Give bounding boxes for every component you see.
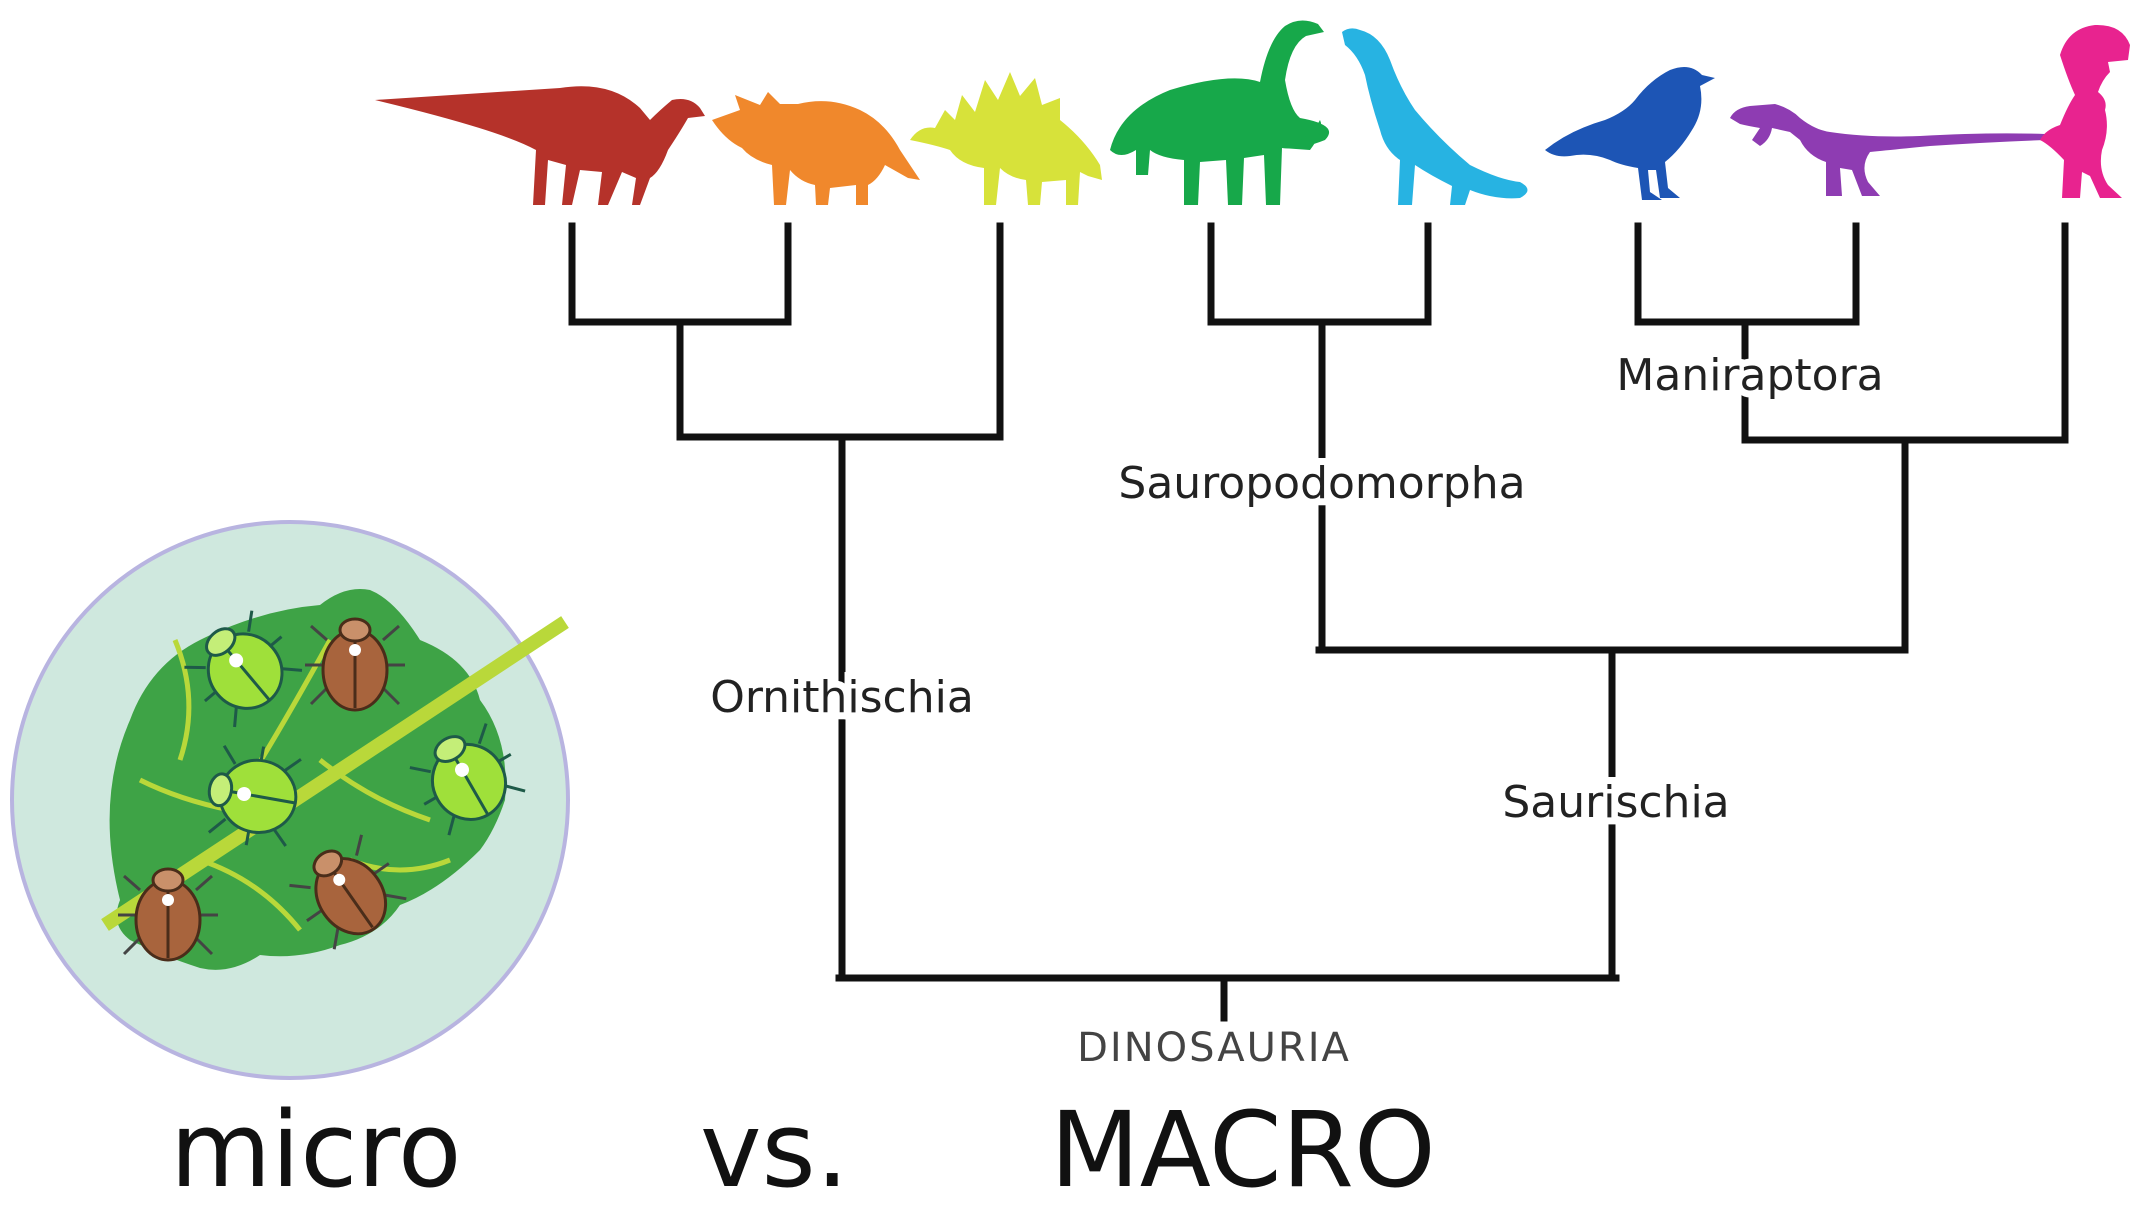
beetle-brown-1 (305, 619, 405, 710)
therizinosaur-silhouette (1342, 28, 1528, 205)
stegosaurus-silhouette (910, 72, 1102, 205)
hadrosaur-silhouette (375, 86, 705, 205)
clade-label-maniraptora: Maniraptora (1616, 350, 1883, 401)
sauropod-silhouette (1110, 20, 1329, 205)
root-label-dinosauria: DINOSAURIA (1077, 1025, 1351, 1071)
clade-label-saurischia: Saurischia (1502, 777, 1729, 828)
vs-label: vs. (700, 1098, 849, 1202)
branch-hadro-cerato (572, 226, 788, 322)
branch-sauropod-theriz (1211, 226, 1428, 322)
cladogram-branches (572, 226, 2065, 1018)
petri-dish-illustration (12, 522, 568, 1078)
clade-label-sauropodomorpha: Sauropodomorpha (1118, 458, 1525, 509)
trex-silhouette (2040, 25, 2130, 198)
raptor-silhouette (1730, 104, 2045, 196)
bird-silhouette (1545, 67, 1715, 200)
branch-maniraptora-stem (1745, 226, 2065, 440)
branch-ornithopoda-cerato-stego (680, 226, 1000, 437)
clade-label-ornithischia: Ornithischia (710, 672, 974, 723)
branch-bird-raptor (1638, 226, 1856, 322)
triceratops-silhouette (712, 92, 920, 205)
macro-label: MACRO (1050, 1098, 1436, 1202)
micro-label: micro (170, 1098, 461, 1202)
beetle-brown-2 (118, 869, 218, 960)
